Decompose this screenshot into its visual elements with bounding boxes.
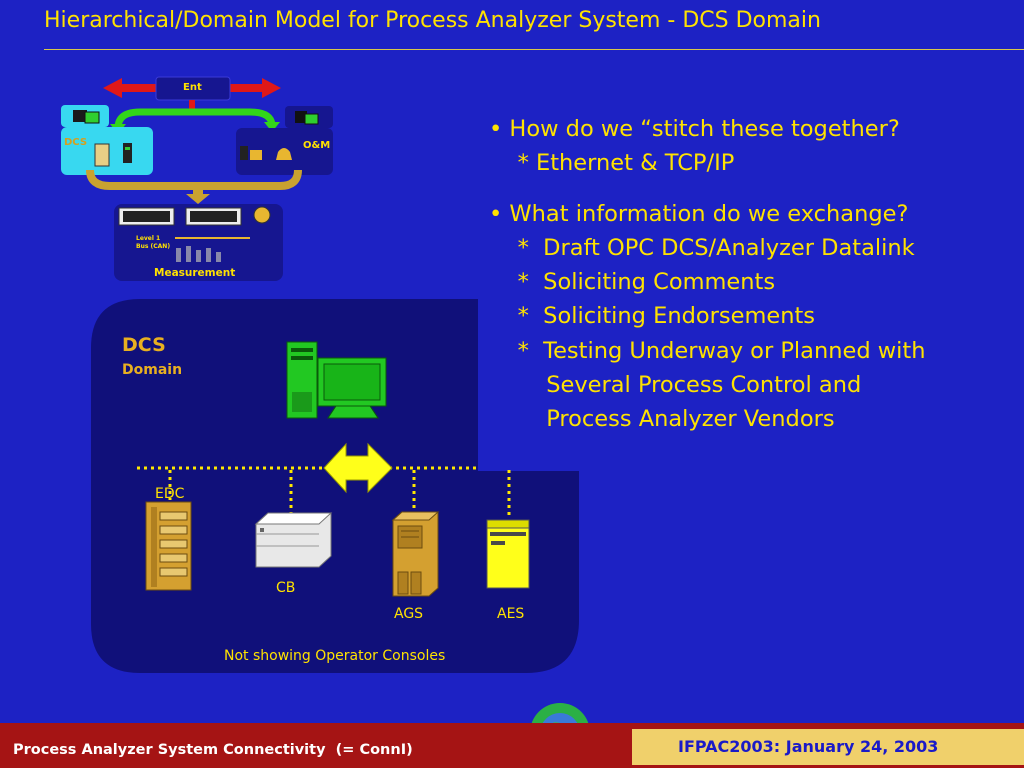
cb-label: CB	[276, 580, 296, 596]
domain-heading: DCS	[122, 334, 166, 356]
footer-date-box: IFPAC2003: January 24, 2003	[632, 729, 1024, 765]
bullet-line: Several Process Control and	[489, 372, 862, 399]
cb-device-icon	[254, 512, 333, 568]
green-link	[114, 108, 276, 129]
mini-dcs-label: DCS	[64, 137, 88, 148]
bullet-line: * Draft OPC DCS/Analyzer Datalink	[489, 234, 915, 261]
level1-label: Level 1	[136, 235, 161, 242]
ent-block	[103, 76, 281, 109]
mini-measurement-block	[114, 204, 283, 281]
dcs-domain-panel	[91, 299, 579, 673]
bullet-line: * Soliciting Endorsements	[489, 303, 816, 330]
aes-label: AES	[497, 606, 525, 622]
ags-tower-icon	[391, 511, 440, 597]
edc-label: EDC	[155, 486, 185, 502]
bus-label: Bus (CAN)	[136, 243, 171, 250]
ent-label: Ent	[183, 82, 202, 93]
footer-title: Process Analyzer System Connectivity (= …	[13, 742, 413, 758]
bullet-line: • What information do we exchange?	[489, 200, 909, 227]
bidirectional-arrow-icon	[323, 442, 393, 494]
slide-title: Hierarchical/Domain Model for Process An…	[44, 8, 821, 33]
mini-om-block	[236, 106, 333, 175]
dcs-workstation-icon	[286, 341, 387, 419]
domain-subheading: Domain	[122, 362, 183, 378]
bullet-line: • How do we “stitch these together?	[489, 116, 900, 142]
bullet-line: Process Analyzer Vendors	[489, 406, 835, 433]
bullet-line: * Ethernet & TCP/IP	[489, 150, 735, 177]
title-divider	[44, 49, 1024, 50]
mini-om-label: O&M	[303, 140, 331, 151]
measurement-label: Measurement	[154, 267, 236, 279]
aes-cabinet-icon	[486, 519, 530, 589]
ags-label: AGS	[394, 606, 424, 622]
bullet-list: • How do we “stitch these together? * Et…	[489, 112, 926, 437]
bullet-line: * Testing Underway or Planned with	[489, 337, 926, 364]
edc-cabinet-icon	[145, 501, 192, 591]
operator-consoles-note: Not showing Operator Consoles	[224, 648, 446, 664]
footer-date: IFPAC2003: January 24, 2003	[678, 737, 939, 756]
bullet-line: * Soliciting Comments	[489, 269, 776, 296]
mini-dcs-block	[61, 105, 153, 175]
